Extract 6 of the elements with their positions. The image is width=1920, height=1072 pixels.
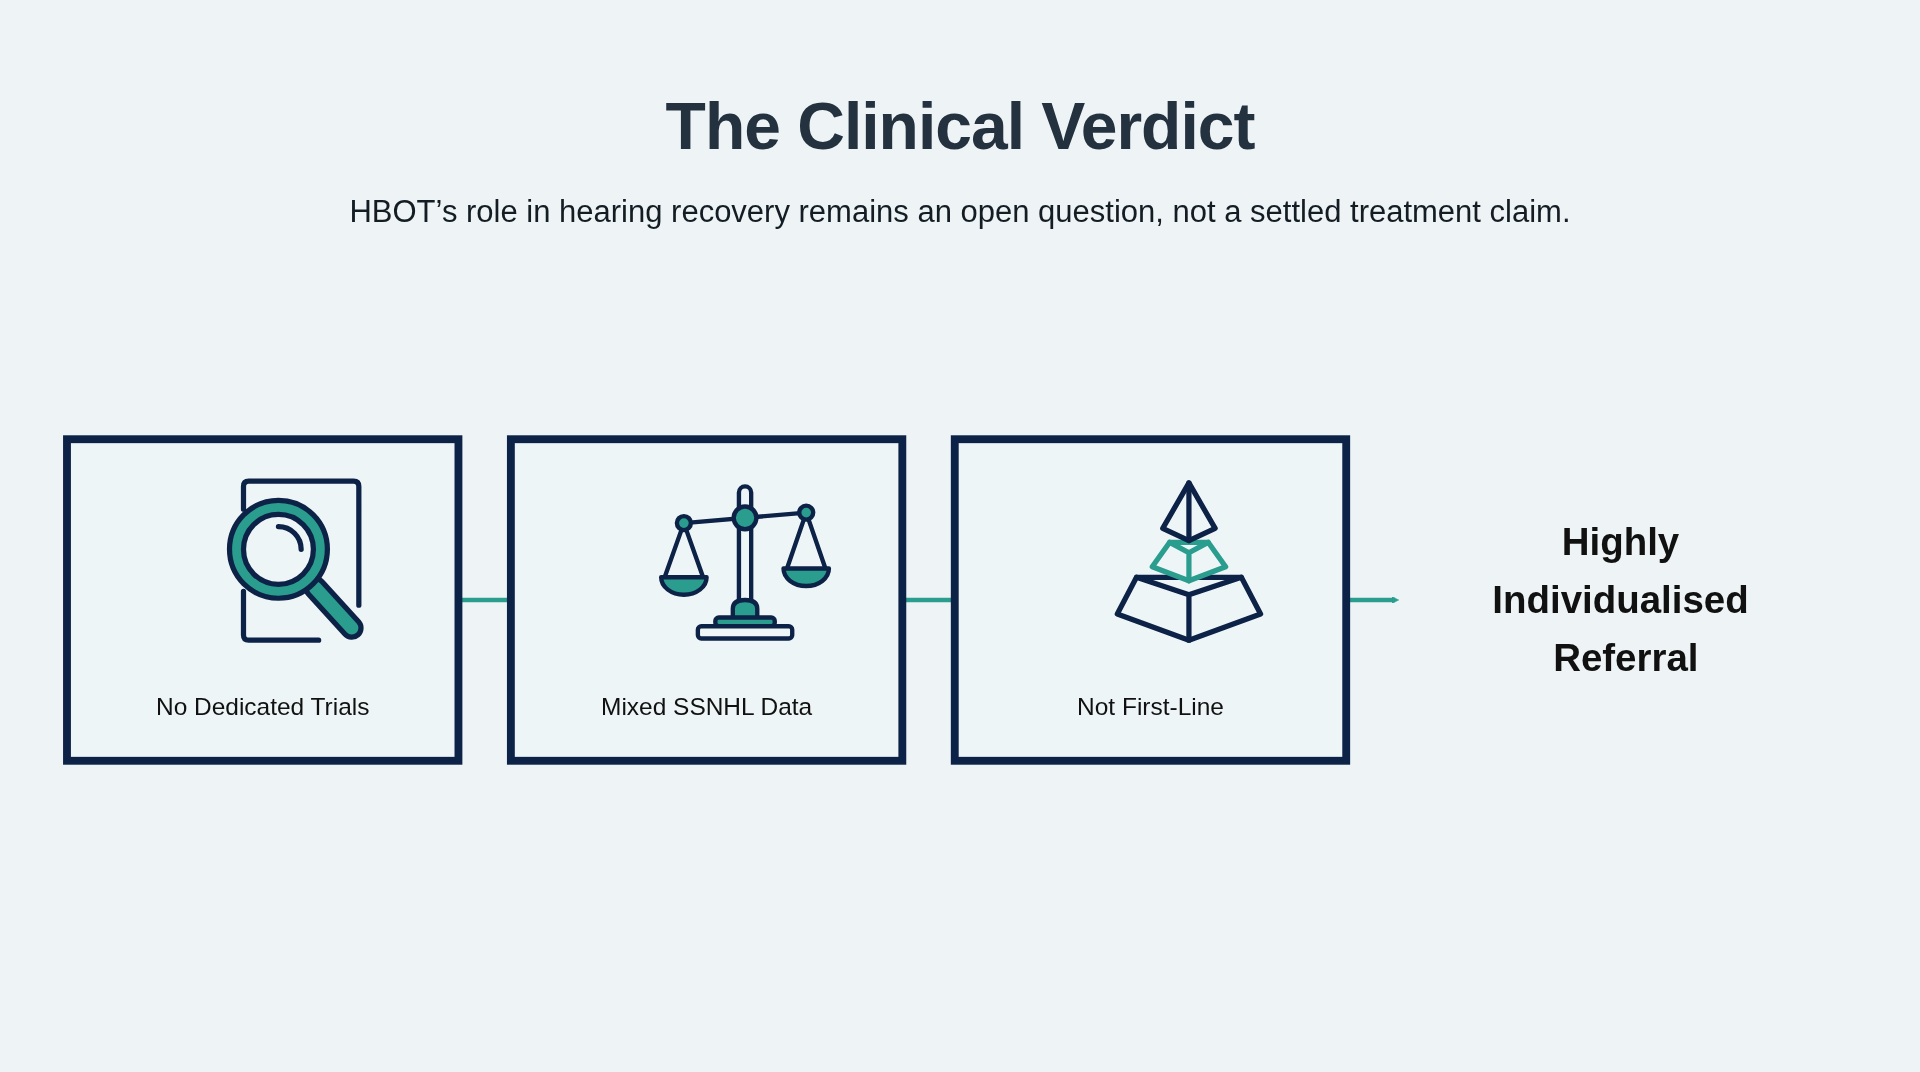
node-text: Highly Individualised Referral: [1492, 520, 1749, 679]
node-box: Not First-Line: [950, 435, 1351, 765]
node-box: No Dedicated Trials: [63, 435, 463, 765]
title: The Clinical Verdict: [665, 88, 1255, 164]
subtitle: HBOT’s role in hearing recovery remains an open question, not a settled treatment claim.: [349, 194, 1571, 230]
node-box: Mixed SSNHL Data: [506, 435, 907, 765]
